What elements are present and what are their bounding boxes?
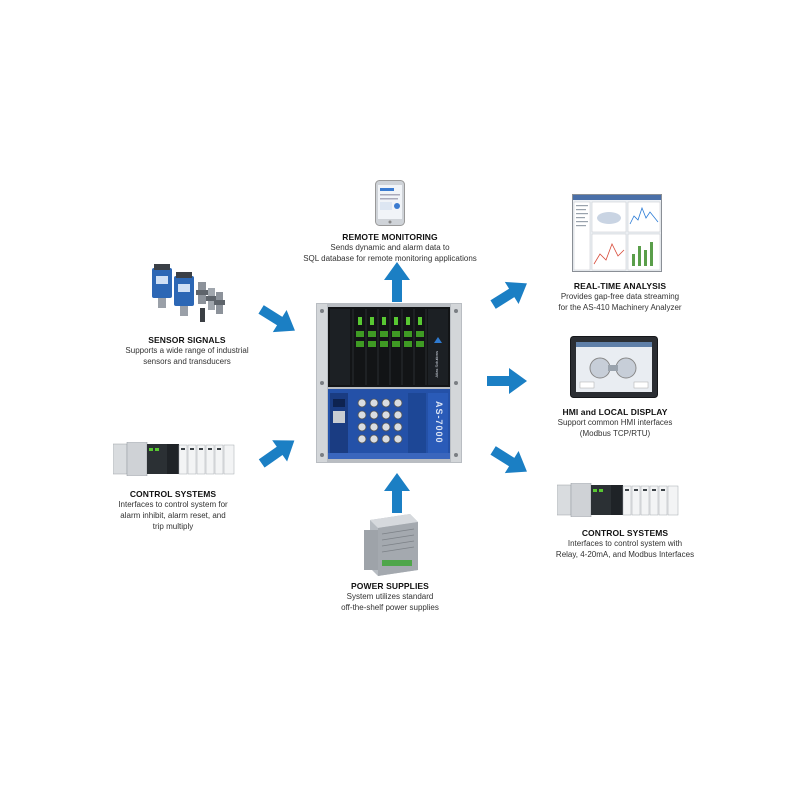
arrow-to-hmi bbox=[487, 366, 527, 396]
node-real-time-analysis: REAL-TIME ANALYSIS Provides gap-free dat… bbox=[525, 281, 715, 313]
sensor-signals-desc-1: Supports a wide range of industrial bbox=[125, 346, 249, 355]
real-time-analysis-desc-1: Provides gap-free data streaming bbox=[560, 292, 680, 301]
control-right-desc-2: Relay, 4-20mA, and Modbus Interfaces bbox=[555, 550, 695, 559]
plc-icon-left bbox=[113, 442, 235, 476]
hmi-desc-2: (Modbus TCP/RTU) bbox=[579, 429, 651, 438]
real-time-analysis-desc-2: for the AS-410 Machinery Analyzer bbox=[558, 303, 682, 312]
node-control-systems-left: CONTROL SYSTEMS Interfaces to control sy… bbox=[78, 489, 268, 532]
power-supplies-title: POWER SUPPLIES bbox=[351, 581, 429, 591]
power-supplies-desc-1: System utilizes standard bbox=[346, 592, 434, 601]
remote-monitoring-title: REMOTE MONITORING bbox=[342, 232, 438, 242]
arrow-from-control-left bbox=[253, 428, 303, 476]
arrow-to-remote bbox=[382, 262, 412, 302]
hmi-panel-icon bbox=[570, 336, 658, 398]
arrow-from-power bbox=[382, 473, 412, 513]
control-left-desc-3: trip multiply bbox=[152, 522, 194, 531]
software-screen-icon bbox=[572, 194, 662, 272]
node-power-supplies: POWER SUPPLIES System utilizes standard … bbox=[300, 581, 480, 613]
rack-brand-label: Atlas Solutions bbox=[434, 351, 439, 378]
real-time-analysis-title: REAL-TIME ANALYSIS bbox=[573, 281, 667, 291]
hmi-desc-1: Support common HMI interfaces bbox=[557, 418, 673, 427]
node-control-systems-right: CONTROL SYSTEMS Interfaces to control sy… bbox=[525, 528, 725, 560]
node-hmi-local-display: HMI and LOCAL DISPLAY Support common HMI… bbox=[515, 407, 715, 439]
node-remote-monitoring: REMOTE MONITORING Sends dynamic and alar… bbox=[270, 232, 510, 264]
control-left-desc-1: Interfaces to control system for bbox=[118, 500, 228, 509]
sensor-icon bbox=[148, 262, 226, 330]
node-sensor-signals: SENSOR SIGNALS Supports a wide range of … bbox=[92, 335, 282, 367]
tablet-icon bbox=[375, 180, 405, 226]
remote-monitoring-desc-2: SQL database for remote monitoring appli… bbox=[303, 254, 477, 263]
power-supply-icon bbox=[362, 512, 420, 576]
plc-icon-right bbox=[557, 483, 679, 517]
control-left-title: CONTROL SYSTEMS bbox=[129, 489, 217, 499]
arrow-to-control-right bbox=[485, 438, 535, 485]
as7000-rack: Atlas Solutions AS-7000 bbox=[316, 303, 462, 463]
sensor-signals-title: SENSOR SIGNALS bbox=[148, 335, 226, 345]
hmi-title: HMI and LOCAL DISPLAY bbox=[562, 407, 668, 417]
sensor-signals-desc-2: sensors and transducers bbox=[143, 357, 231, 366]
control-left-desc-2: alarm inhibit, alarm reset, and bbox=[120, 511, 226, 520]
control-right-desc-1: Interfaces to control system with bbox=[567, 539, 683, 548]
power-supplies-desc-2: off-the-shelf power supplies bbox=[341, 603, 439, 612]
remote-monitoring-desc-1: Sends dynamic and alarm data to bbox=[330, 243, 450, 252]
control-right-title: CONTROL SYSTEMS bbox=[581, 528, 669, 538]
rack-model-label: AS-7000 bbox=[434, 401, 444, 444]
